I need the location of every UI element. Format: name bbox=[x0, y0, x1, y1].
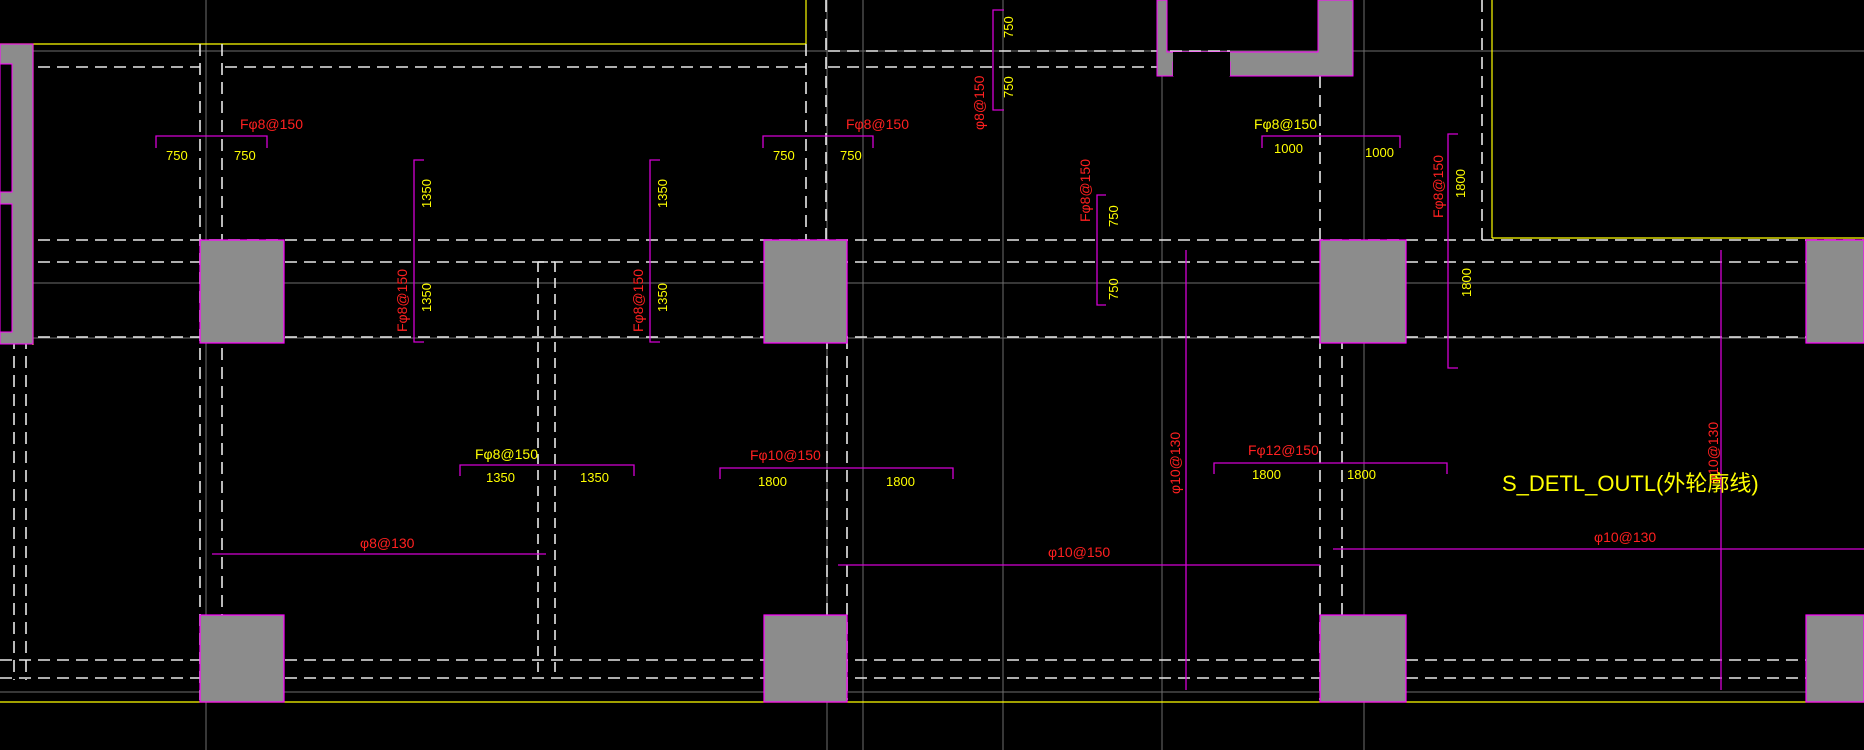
rebar-label: Fφ8@150 bbox=[475, 446, 538, 462]
top-wall-segment bbox=[1156, 0, 1354, 77]
rebar-label: φ8@130 bbox=[360, 535, 415, 551]
rebar-label: φ10@130 bbox=[1594, 529, 1656, 545]
rebar-label: φ10@150 bbox=[1048, 544, 1110, 560]
dim-label: 1350 bbox=[419, 179, 434, 208]
dim-label: 1350 bbox=[655, 283, 670, 312]
dim-label: 1800 bbox=[1347, 467, 1376, 482]
dim-label: 1350 bbox=[580, 470, 609, 485]
left-wall bbox=[0, 43, 34, 345]
dim-label: 750 bbox=[1001, 76, 1016, 98]
dim-label: 1000 bbox=[1274, 141, 1303, 156]
outline-edge-lines bbox=[0, 0, 1864, 703]
dim-label: 750 bbox=[1001, 16, 1016, 38]
rebar-label: Fφ8@150 bbox=[1430, 155, 1446, 218]
column-b1 bbox=[199, 614, 285, 703]
column-a1 bbox=[199, 239, 285, 344]
rebar-labels: Fφ8@150 Fφ8@150 φ8@150 Fφ8@150 Fφ8@150 F… bbox=[240, 75, 1721, 560]
rebar-labels-yellow: Fφ8@150 Fφ8@150 bbox=[475, 116, 1317, 462]
rebar-label: Fφ8@150 bbox=[1254, 116, 1317, 132]
dim-label: 1350 bbox=[419, 283, 434, 312]
rebar-label: Fφ8@150 bbox=[240, 116, 303, 132]
rebar-label: Fφ8@150 bbox=[630, 269, 646, 332]
rebar-label: Fφ8@150 bbox=[394, 269, 410, 332]
dim-label: 750 bbox=[234, 148, 256, 163]
rebar-label: φ10@130 bbox=[1705, 422, 1721, 484]
dim-label: 1350 bbox=[655, 179, 670, 208]
column-a4 bbox=[1805, 239, 1864, 344]
dim-label: 750 bbox=[773, 148, 795, 163]
beam-dashed-lines bbox=[0, 0, 1864, 700]
dimension-labels: 750 750 750 750 1000 1000 1350 1350 1350… bbox=[166, 16, 1474, 489]
rebar-label: Fφ10@150 bbox=[750, 447, 821, 463]
rebar-label: Fφ8@150 bbox=[1077, 159, 1093, 222]
dim-label: 750 bbox=[1106, 205, 1121, 227]
dim-label: 1000 bbox=[1365, 145, 1394, 160]
dim-label: 1350 bbox=[486, 470, 515, 485]
column-a3 bbox=[1319, 239, 1407, 344]
rebar-label: Fφ8@150 bbox=[846, 116, 909, 132]
dim-label: 1800 bbox=[1459, 268, 1474, 297]
dim-label: 750 bbox=[1106, 278, 1121, 300]
column-b2 bbox=[763, 614, 848, 703]
rebar-range-lines bbox=[155, 9, 1864, 690]
slab-opening bbox=[537, 261, 556, 678]
column-a2 bbox=[763, 239, 848, 344]
rebar-label: Fφ12@150 bbox=[1248, 442, 1319, 458]
rebar-label: φ8@150 bbox=[971, 75, 987, 130]
rebar-label: φ10@130 bbox=[1167, 432, 1183, 494]
column-b3 bbox=[1319, 614, 1407, 703]
dim-label: 1800 bbox=[886, 474, 915, 489]
columns bbox=[199, 239, 1864, 703]
dim-label: 750 bbox=[166, 148, 188, 163]
layer-label: S_DETL_OUTL(外轮廓线) bbox=[1502, 471, 1759, 496]
dim-label: 1800 bbox=[1252, 467, 1281, 482]
dim-label: 750 bbox=[840, 148, 862, 163]
dim-label: 1800 bbox=[758, 474, 787, 489]
column-b4 bbox=[1805, 614, 1864, 703]
dim-label: 1800 bbox=[1453, 169, 1468, 198]
